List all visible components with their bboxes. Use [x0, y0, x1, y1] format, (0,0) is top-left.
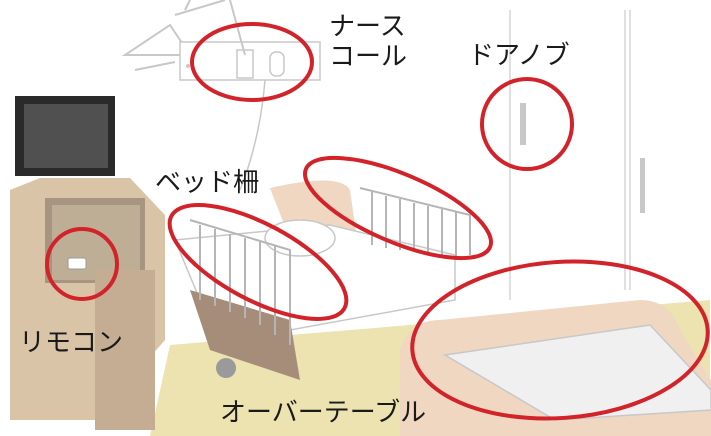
door-knob-label: ドアノブ [468, 41, 570, 71]
lamp-icon [121, 0, 226, 71]
nurse-call-label-line2: コール [329, 42, 408, 72]
highlight-bed-rail-left [167, 203, 349, 321]
overbed-table-label: オーバーテーブル [220, 398, 427, 428]
bedside-cabinet [10, 178, 165, 430]
door-knob-icon [520, 103, 526, 145]
nurse-call-label: ナース コール [329, 12, 407, 72]
highlight-nurse-call [190, 22, 314, 102]
highlight-door-knob [480, 77, 574, 171]
nurse-call-label-line1: ナース [329, 12, 406, 42]
overbed-table-icon [400, 300, 711, 436]
highlight-remote [45, 227, 119, 301]
highlight-circles [45, 22, 710, 421]
bed-rail-label: ベッド柵 [155, 168, 260, 198]
door-knob-second [640, 158, 645, 213]
remote-label: リモコン [19, 328, 124, 358]
remote-control-icon [67, 257, 87, 270]
highlight-bed-rail-right [302, 155, 494, 261]
tv-icon [15, 96, 115, 188]
highlight-overbed-table [410, 259, 710, 421]
nurse-call-panel-icon [179, 0, 321, 191]
wall-and-door [509, 10, 631, 300]
